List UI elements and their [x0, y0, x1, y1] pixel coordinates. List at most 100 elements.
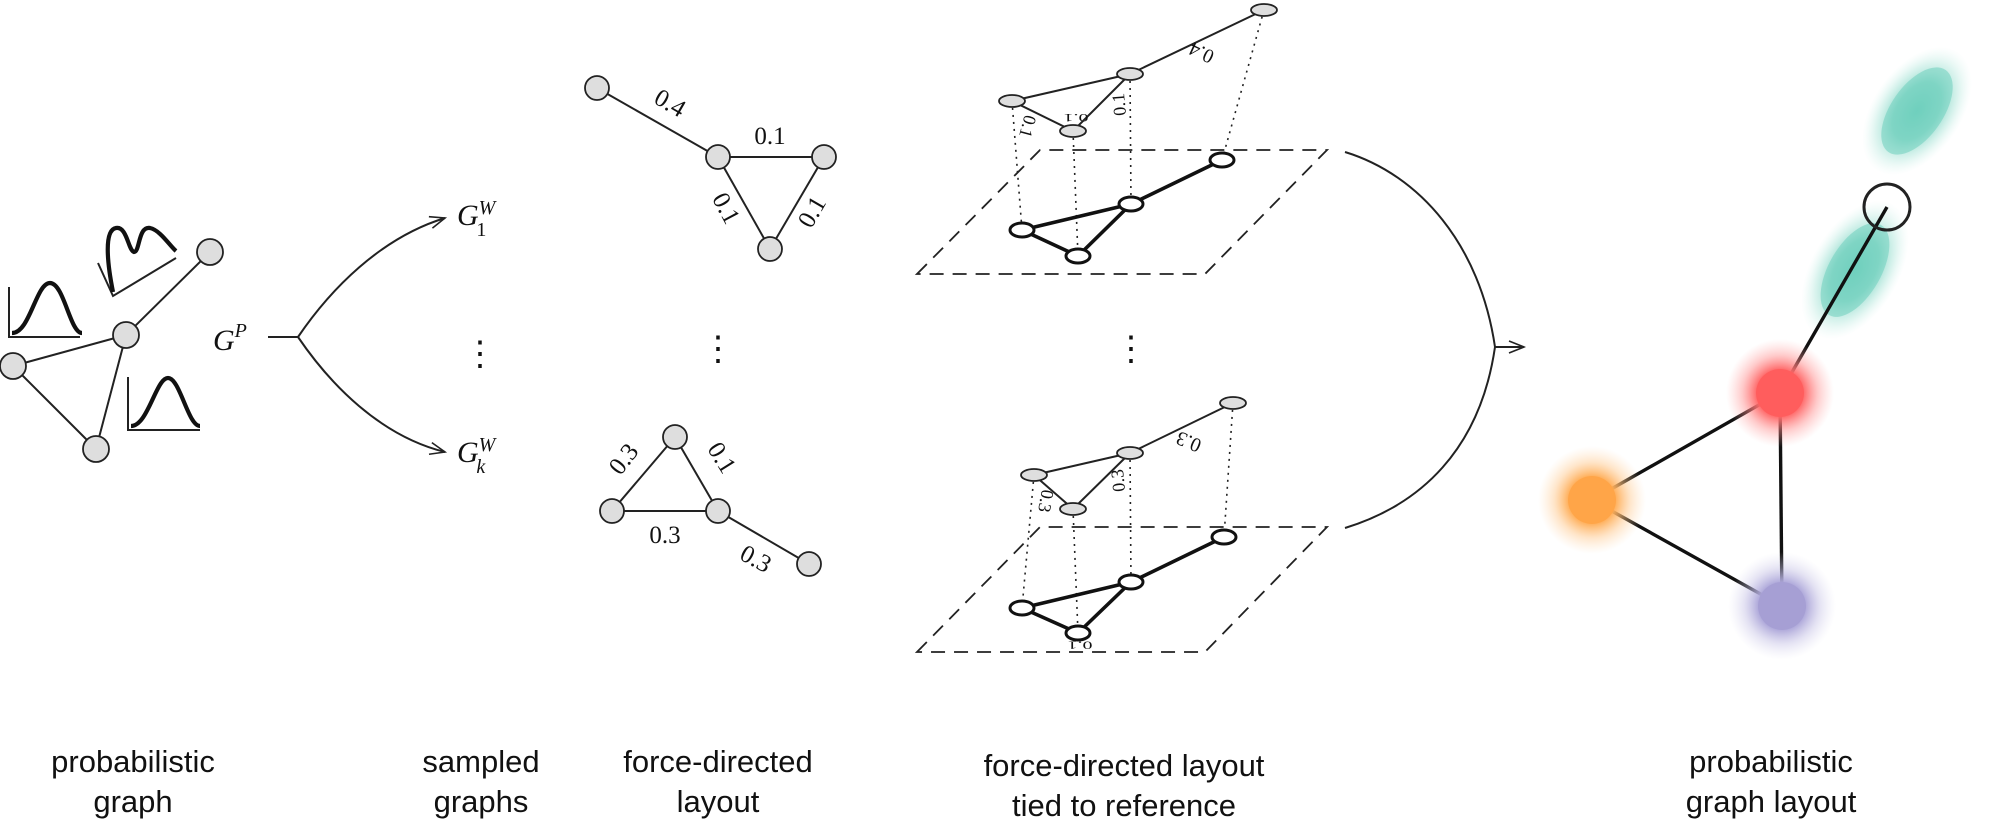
graph-edge — [125, 251, 211, 336]
graph-edge — [769, 156, 825, 250]
gaussian-distribution-icon — [127, 375, 201, 431]
probabilistic-graph-layout — [1538, 46, 1972, 660]
graph-node — [112, 321, 140, 349]
graph-node — [1116, 67, 1144, 81]
graph-node — [1219, 396, 1247, 410]
projection-line — [1021, 474, 1035, 609]
gaussian-distribution-icon — [8, 280, 83, 338]
edge-weight-label: 0.3 — [1107, 468, 1129, 492]
layouts-ellipsis: ⋮ — [701, 331, 735, 368]
graph-node — [998, 94, 1026, 108]
reference-node — [1008, 221, 1036, 239]
graph-edge — [1072, 452, 1131, 510]
caption-tied-to-reference-line1: force-directed layout — [984, 748, 1265, 783]
graph-node — [757, 236, 783, 262]
reference-node — [1008, 599, 1036, 617]
graph-edge — [1129, 402, 1234, 454]
projection-line — [1129, 73, 1132, 205]
merge-curve-lower — [1344, 346, 1496, 529]
caption-probabilistic-graph-line1: probabilistic — [51, 744, 215, 779]
graph-node — [599, 498, 625, 524]
reference-node — [1064, 624, 1092, 642]
graph-edge — [1072, 73, 1131, 132]
edge-weight-label: 0.3 — [604, 439, 645, 480]
projection-line — [1223, 402, 1234, 538]
graph-node — [1250, 3, 1278, 17]
graph-node — [0, 352, 27, 380]
force-directed-layout-bottom: 0.3 0.1 0.3 0.3 — [599, 424, 822, 579]
reference-node — [1117, 573, 1145, 591]
probabilistic-graph-symbol: GP — [213, 320, 247, 357]
graph-edge — [717, 156, 771, 250]
reference-node — [1064, 247, 1092, 265]
graph-edge — [95, 334, 127, 450]
sample-arrow-lower — [297, 336, 445, 452]
red-node — [1756, 369, 1804, 417]
graph-node — [82, 435, 110, 463]
caption-tied-to-reference-line2: tied to reference — [1012, 788, 1236, 823]
graph-edge — [611, 436, 676, 512]
purple-node — [1758, 582, 1806, 630]
edge-weight-label: 0.1 — [754, 123, 785, 150]
reference-node — [1117, 195, 1145, 213]
edge-weight-label: 0.1 — [702, 438, 741, 479]
sample-arrow-upper — [297, 218, 445, 338]
caption-sampled-graphs-line1: sampled — [422, 744, 539, 779]
edge-weight-label: 0.1 — [1015, 113, 1040, 140]
graph-edge — [1011, 100, 1074, 132]
reference-plane — [914, 526, 1330, 653]
layout-tied-to-reference-top: 0.1 0.4 0.1 0.1 — [914, 3, 1330, 275]
projection-line — [1011, 100, 1023, 231]
edge-weight-label: 0.4 — [1186, 37, 1218, 68]
reference-node — [1210, 528, 1238, 546]
caption-probabilistic-layout-line2: graph layout — [1686, 784, 1857, 819]
edge-weight-label: 0.1 — [1064, 111, 1089, 125]
teal-node-reference-outline — [1862, 182, 1912, 232]
graph-node — [1059, 124, 1087, 138]
graph-edge — [717, 510, 810, 565]
teal-node-distribution-core — [1881, 67, 1953, 155]
edge-weight-label: 0.1 — [1108, 92, 1130, 116]
edge-weight-label: 0.3 — [1034, 488, 1058, 514]
merge-curve-upper — [1344, 151, 1496, 348]
graph-edge — [674, 436, 719, 512]
reference-edge — [1021, 580, 1132, 610]
graph-node — [1020, 468, 1048, 482]
graph-node — [796, 551, 822, 577]
caption-sampled-graphs-line2: graphs — [434, 784, 529, 819]
graph-node — [584, 75, 610, 101]
merge-arrow — [1344, 151, 1524, 529]
tied-layouts-ellipsis: ⋮ — [1114, 331, 1148, 368]
force-directed-layout-top: 0.4 0.1 0.1 0.1 — [584, 75, 837, 262]
projection-line — [1129, 452, 1132, 583]
edge-weight-label: 0.3 — [649, 522, 680, 549]
sampled-graphs-ellipsis: ⋮ — [463, 336, 497, 373]
reference-node — [1208, 151, 1236, 169]
reference-edge — [1130, 535, 1225, 584]
graph-edge — [1011, 73, 1131, 102]
graph-node — [705, 144, 731, 170]
graph-node — [196, 238, 224, 266]
projection-line — [1221, 9, 1265, 161]
edge-weight-label: 0.3 — [735, 540, 775, 579]
graph-node — [811, 144, 837, 170]
reference-edge — [1076, 580, 1133, 635]
graph-edge — [12, 334, 127, 367]
graph-edge — [12, 365, 97, 450]
caption-probabilistic-graph-line2: graph — [93, 784, 172, 819]
caption-force-directed-line1: force-directed — [623, 744, 813, 779]
reference-edge — [1130, 158, 1223, 206]
graph-node — [1059, 502, 1087, 516]
reference-plane — [914, 149, 1330, 275]
edge-weight-label: 0.1 — [1068, 638, 1093, 652]
graph-edge — [1129, 9, 1265, 75]
graph-node — [705, 498, 731, 524]
reference-edge — [1076, 202, 1133, 258]
reference-edge — [1021, 202, 1132, 232]
caption-probabilistic-layout-line1: probabilistic — [1689, 744, 1853, 779]
graph-edge — [596, 87, 719, 158]
